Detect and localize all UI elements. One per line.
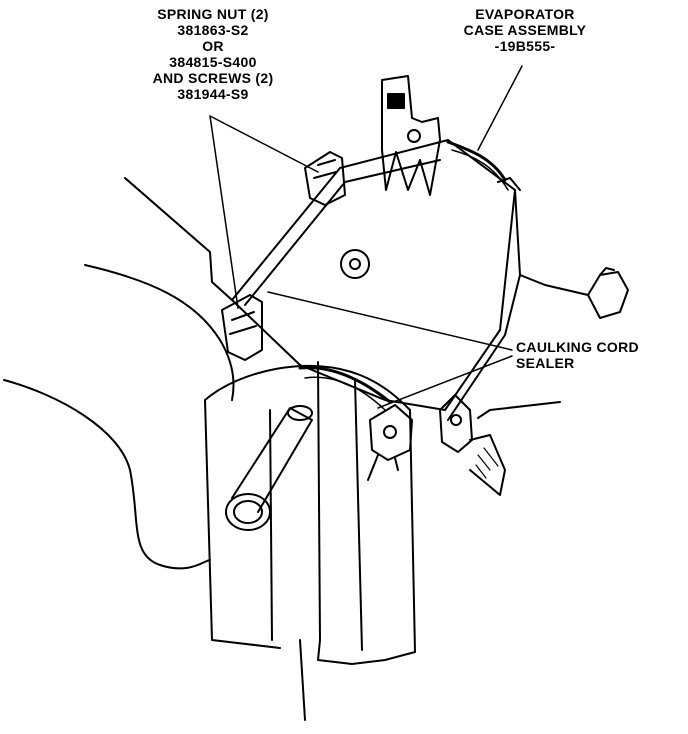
- right-stud-hole: [450, 414, 462, 426]
- evaporator-label-line2: CASE ASSEMBLY: [463, 22, 587, 38]
- connector-wire: [519, 274, 589, 296]
- center-screw-inner: [349, 258, 361, 270]
- leader-caulk-upper: [267, 291, 513, 351]
- right-panel-hatch: [475, 447, 499, 479]
- evaporator-callout: EVAPORATOR CASE ASSEMBLY -19B555-: [440, 6, 610, 54]
- front-wall-right: [354, 379, 363, 651]
- spring-nut-label-line2: 381863-S2: [177, 22, 249, 38]
- right-panel-lower: [469, 434, 506, 496]
- drain-tube-mouth-inner: [233, 500, 263, 524]
- caulking-label-line1: CAULKING CORD: [516, 339, 639, 355]
- blower-housing-curve: [84, 264, 235, 401]
- spring-nut-label-line5: AND SCREWS (2): [152, 70, 274, 86]
- leader-spring-upper: [209, 115, 319, 173]
- caulking-cord-top-2: [451, 149, 509, 191]
- case-top-plate: [231, 139, 516, 411]
- caulking-label-line2: SEALER: [516, 355, 575, 371]
- dash-panel-outline: [3, 379, 211, 570]
- lower-rim-caulk: [298, 366, 392, 404]
- cowl-edge-line: [124, 177, 233, 301]
- evaporator-label-line3: -19B555-: [494, 38, 556, 54]
- leader-caulk-lower: [377, 355, 513, 409]
- spring-nut-label-line1: SPRING NUT (2): [157, 6, 269, 22]
- right-panel-edge: [477, 401, 561, 419]
- connector-tab: [599, 267, 615, 276]
- top-bracket-slot: [387, 93, 405, 109]
- spring-nut-upper-detail: [313, 159, 337, 179]
- leader-evaporator: [477, 65, 523, 151]
- spring-nut-lower-detail: [229, 311, 257, 335]
- spring-nut-right: [369, 404, 413, 461]
- spring-nut-label-line6: 381944-S9: [177, 86, 249, 102]
- caulking-callout: CAULKING CORD SEALER: [516, 339, 666, 371]
- spring-nut-right-hole: [383, 425, 397, 439]
- top-bracket-hole: [407, 129, 421, 143]
- center-drop-line: [299, 639, 306, 721]
- case-top-inner-edge: [244, 159, 441, 306]
- top-bracket: [381, 75, 441, 196]
- caulking-cord-top: [446, 140, 507, 182]
- case-right-wall: [447, 189, 521, 421]
- drain-tube-mouth-outer: [225, 493, 271, 531]
- front-wall-far-right: [351, 409, 416, 665]
- spring-nut-lower: [221, 294, 263, 361]
- spring-nut-label-line4: 384815-S400: [169, 54, 257, 70]
- spring-nut-label-line3: OR: [202, 38, 224, 54]
- lower-rim-caulk-2: [304, 376, 386, 411]
- electrical-connector: [587, 271, 629, 319]
- evaporator-label-line1: EVAPORATOR: [475, 6, 575, 22]
- spring-nut-right-leg: [367, 454, 399, 481]
- front-wall-inner: [269, 409, 273, 641]
- center-screw-outer: [340, 249, 370, 279]
- right-stud-bracket: [439, 394, 473, 453]
- front-wall-mid: [317, 361, 353, 665]
- lower-rim: [204, 364, 411, 411]
- drain-tube-top: [287, 405, 313, 421]
- spring-nut-upper: [304, 151, 346, 206]
- front-wall-left: [204, 399, 281, 649]
- drain-tube-body: [231, 407, 313, 513]
- spring-nut-callout: SPRING NUT (2) 381863-S2 OR 384815-S400 …: [118, 6, 308, 102]
- leader-spring-lower: [209, 115, 239, 309]
